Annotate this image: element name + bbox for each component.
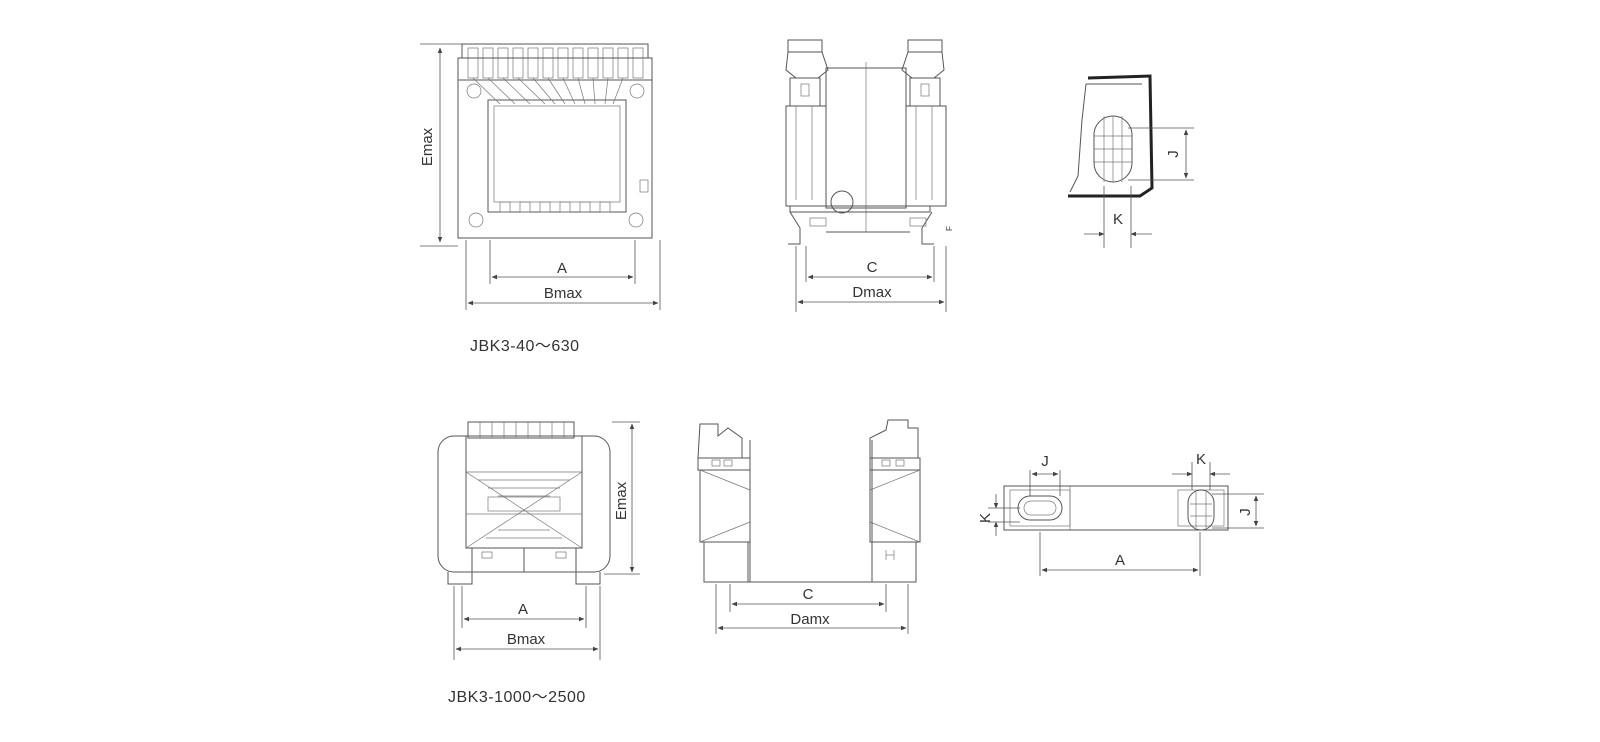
bmax-label: Bmax [544,285,583,302]
bottom-front-view: Emax A Bmax JBK3-1000～2500 [437,421,640,706]
a-label: A [557,260,567,277]
bottom-side-view: C Damx [697,419,921,634]
c-label: C [867,259,878,276]
top-side-view: F C Dmax [785,39,954,312]
bottom-k-top-label: K [1196,451,1206,468]
bottom-terminal-detail: J K K J A [977,451,1264,576]
bottom-j-side-label: J [1237,508,1254,516]
j-label: J [1165,150,1182,158]
f-label: F [945,226,954,231]
top-terminal-detail: J K [1068,74,1194,248]
k-label: K [1113,211,1123,228]
bottom-terminal-a-label: A [1115,552,1125,569]
bottom-c-label: C [803,586,814,603]
bottom-j-top-label: J [1041,453,1049,470]
bottom-bmax-label: Bmax [507,631,546,648]
bottom-emax-label: Emax [613,481,630,520]
bottom-model-caption: JBK3-1000～2500 [448,689,586,706]
dmax-label: Dmax [852,284,892,301]
bottom-a-label: A [518,601,528,618]
emax-label: Emax [419,127,436,166]
bottom-k-side-label: K [977,513,994,523]
top-model-caption: JBK3-40～630 [470,338,580,355]
damx-label: Damx [790,611,830,628]
top-front-view: Emax A Bmax JBK3-40～630 [419,43,661,355]
